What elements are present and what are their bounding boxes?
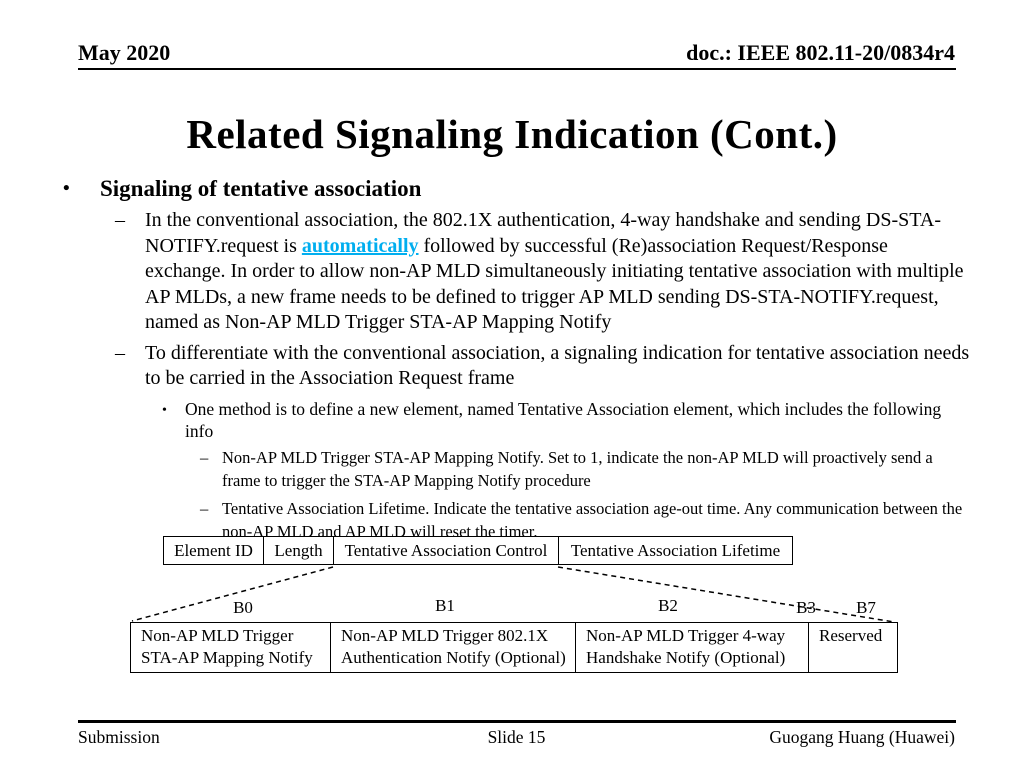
header-divider: [78, 68, 956, 70]
dashed-connector-right: [557, 566, 895, 623]
field-trigger-handshake-notify: Non-AP MLD Trigger 4-way Handshake Notif…: [575, 622, 809, 673]
dash-icon: –: [200, 498, 209, 518]
paragraph-conventional-association: In the conventional association, the 802…: [145, 208, 970, 336]
footer-author: Guogang Huang (Huawei): [769, 727, 955, 747]
sub-bullet-mapping-notify: – Non-AP MLD Trigger STA-AP Mapping Noti…: [55, 446, 970, 493]
dash-icon: –: [200, 447, 209, 467]
bit-label-b2: B2: [658, 596, 678, 615]
sub-bullet-conventional-association: – In the conventional association, the 8…: [55, 208, 970, 336]
control-subfield-table: Non-AP MLD Trigger STA-AP Mapping Notify…: [130, 622, 898, 673]
automatically-link[interactable]: automatically: [301, 234, 419, 257]
bullet-signaling-heading: • Signaling of tentative association: [55, 174, 970, 203]
slide-title: Related Signaling Indication (Cont.): [186, 111, 838, 157]
bullet-icon: •: [63, 178, 70, 199]
field-reserved: Reserved: [808, 622, 898, 673]
dash-icon: –: [115, 209, 125, 231]
paragraph-mapping-notify: Non-AP MLD Trigger STA-AP Mapping Notify…: [222, 447, 933, 491]
bullet-heading-text: Signaling of tentative association: [100, 176, 422, 201]
sub-bullet-one-method: • One method is to define a new element,…: [55, 398, 970, 442]
footer-submission: Submission: [78, 727, 160, 747]
element-format-table: Element ID Length Tentative Association …: [163, 536, 793, 565]
field-tentative-association-lifetime: Tentative Association Lifetime: [558, 536, 793, 565]
field-element-id: Element ID: [163, 536, 264, 565]
bullet-icon: •: [162, 402, 167, 418]
table-row: Element ID Length Tentative Association …: [163, 536, 793, 565]
paragraph-differentiate: To differentiate with the conventional a…: [145, 341, 970, 390]
paragraph-text-after-link: followed by successful (Re)association R…: [145, 234, 964, 334]
paragraph-one-method: One method is to define a new element, n…: [185, 398, 942, 441]
bit-label-b0: B0: [233, 598, 253, 617]
header-doc-number: doc.: IEEE 802.11-20/0834r4: [686, 40, 955, 65]
slide-header: May 2020 doc.: IEEE 802.11-20/0834r4: [78, 40, 955, 66]
slide-body: • Signaling of tentative association – I…: [55, 174, 970, 544]
dash-icon: –: [115, 341, 125, 364]
bit-label-b7: B7: [856, 598, 876, 617]
table-row: Non-AP MLD Trigger STA-AP Mapping Notify…: [130, 622, 898, 673]
bit-label-b1: B1: [435, 596, 455, 615]
slide-footer: Submission Slide 15 Guogang Huang (Huawe…: [78, 727, 955, 748]
paragraph-text-before-link: In the conventional association, the 802…: [145, 209, 941, 257]
field-length: Length: [263, 536, 334, 565]
footer-slide-number: Slide 15: [487, 727, 546, 747]
footer-divider: [78, 720, 956, 723]
field-trigger-sta-ap-mapping-notify: Non-AP MLD Trigger STA-AP Mapping Notify: [130, 622, 331, 673]
bit-label-b3: B3: [796, 598, 816, 617]
sub-bullet-differentiate: – To differentiate with the conventional…: [55, 341, 970, 392]
field-trigger-authentication-notify: Non-AP MLD Trigger 802.1X Authentication…: [330, 622, 576, 673]
field-tentative-association-control: Tentative Association Control: [333, 536, 559, 565]
header-date: May 2020: [78, 40, 171, 65]
